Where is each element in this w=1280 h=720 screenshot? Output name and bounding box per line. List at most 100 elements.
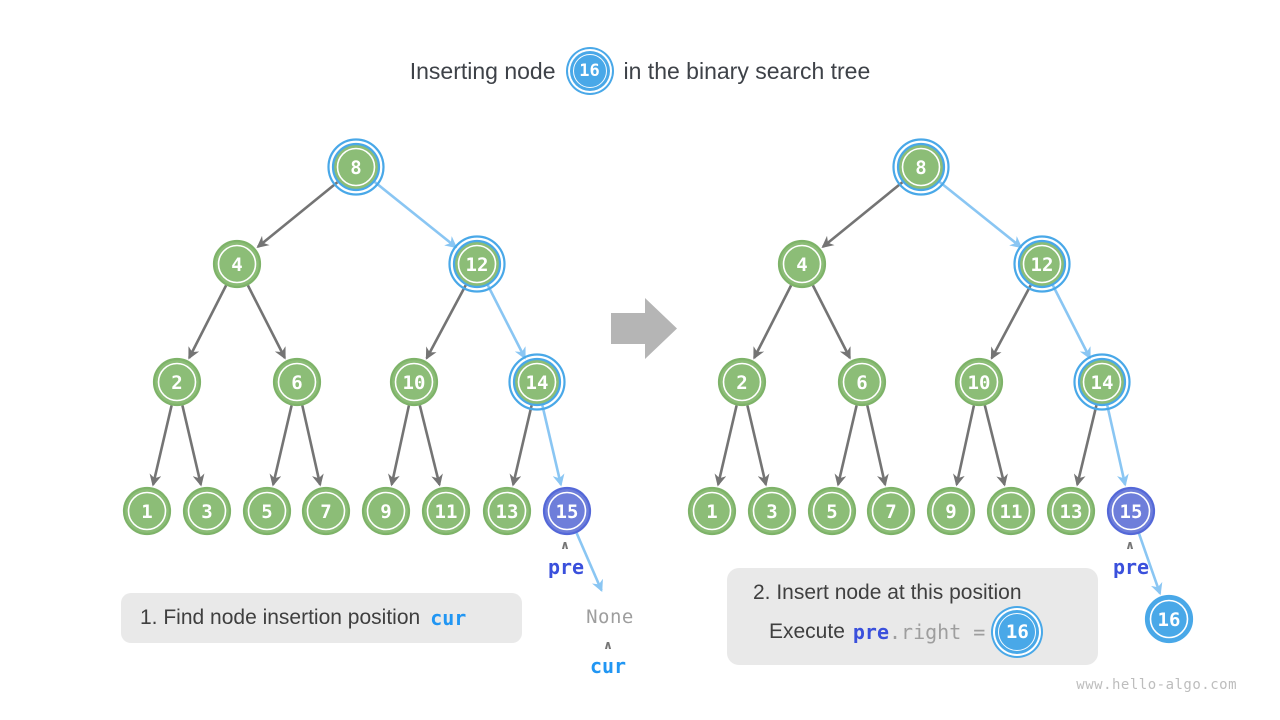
step2-execute-text: Execute <box>769 620 845 643</box>
step1-caption: 1. Find node insertion position cur <box>121 593 522 643</box>
node-circle <box>389 357 439 407</box>
tree-node-3: 3 <box>747 486 797 536</box>
node-circle <box>986 486 1036 536</box>
edge-2-3 <box>181 405 205 487</box>
node-value: 15 <box>1120 501 1143 523</box>
node-inner-ring <box>277 362 317 402</box>
edge-12-14-highlighted <box>486 284 526 360</box>
edge-4-2 <box>188 284 228 360</box>
node-value: 13 <box>1060 501 1083 523</box>
node-value: 7 <box>885 501 896 523</box>
edge-8-12-highlighted <box>938 180 1023 249</box>
transition-arrow-icon <box>611 298 677 359</box>
node-inner-ring <box>247 491 287 531</box>
node-inner-ring <box>692 491 732 531</box>
step2-node-badge-value: 16 <box>1005 621 1029 643</box>
tree-node-8: 8 <box>327 138 385 196</box>
node-circle <box>122 486 172 536</box>
tree-node-2: 2 <box>152 357 202 407</box>
tree-node-6: 6 <box>837 357 887 407</box>
edge-6-5 <box>269 405 293 487</box>
tree-node-13: 13 <box>1046 486 1096 536</box>
tree-node-4: 4 <box>777 239 827 289</box>
node-inner-ring <box>901 147 941 187</box>
node-circle <box>747 486 797 536</box>
edge-12-10 <box>990 284 1032 360</box>
node-inner-ring <box>842 362 882 402</box>
node-circle <box>482 486 532 536</box>
node-value: 12 <box>1031 254 1054 276</box>
edge-2-1 <box>149 405 173 487</box>
tree-node-11: 11 <box>421 486 471 536</box>
node-value: 14 <box>526 372 549 394</box>
node-circle <box>837 357 887 407</box>
node-value: 3 <box>201 501 212 523</box>
node-circle <box>926 486 976 536</box>
edge-6-7 <box>866 405 889 487</box>
edge-10-9 <box>388 405 411 487</box>
edge-4-6 <box>246 284 286 360</box>
tree-node-15: 15 <box>542 486 592 536</box>
step2-pre-code: pre <box>852 620 890 644</box>
edge-12-10 <box>425 284 467 360</box>
highlight-ring <box>1073 353 1131 411</box>
node-value: 1 <box>141 501 152 523</box>
tree-node-8: 8 <box>892 138 950 196</box>
node-circle <box>687 486 737 536</box>
node-inner-ring <box>487 491 527 531</box>
edge-14-15-highlighted <box>1106 405 1129 487</box>
node-circle <box>212 239 262 289</box>
step2-node-badge: 16 <box>995 610 1040 654</box>
node-inner-ring <box>782 244 822 284</box>
node-circle <box>1077 357 1127 407</box>
node-value: 10 <box>968 372 991 394</box>
tree-node-7: 7 <box>866 486 916 536</box>
node-value: 1 <box>706 501 717 523</box>
node-circle <box>1017 239 1067 289</box>
edge-6-7 <box>301 405 324 487</box>
node-circle <box>331 142 381 192</box>
node-circle <box>542 486 592 536</box>
step1-text: 1. Find node insertion position <box>140 606 421 629</box>
tree-node-14: 14 <box>508 353 566 411</box>
node-value: 3 <box>766 501 777 523</box>
edge-10-9 <box>953 405 976 487</box>
step2-caption: 2. Insert node at this position Execute … <box>727 568 1098 665</box>
node-value: 8 <box>350 157 361 179</box>
node-inner-ring <box>366 491 406 531</box>
node-value: 11 <box>1000 501 1023 523</box>
edge-14-13 <box>1073 404 1098 487</box>
tree-node-12: 12 <box>448 235 506 293</box>
node-circle <box>1046 486 1096 536</box>
node-value: 12 <box>466 254 489 276</box>
node-value: 8 <box>915 157 926 179</box>
highlight-ring <box>508 353 566 411</box>
node-inner-ring <box>426 491 466 531</box>
node-inner-ring <box>157 362 197 402</box>
node-inner-ring <box>752 491 792 531</box>
node-value: 2 <box>171 372 182 394</box>
node-inner-ring <box>1111 491 1151 531</box>
node-inner-ring <box>127 491 167 531</box>
node-inner-ring <box>457 244 497 284</box>
node-circle <box>954 357 1004 407</box>
node-value: 6 <box>856 372 867 394</box>
tree-node-9: 9 <box>926 486 976 536</box>
tree-node-16: 16 <box>1144 594 1194 644</box>
tree-node-5: 5 <box>807 486 857 536</box>
tree-node-6: 6 <box>272 357 322 407</box>
node-inner-ring <box>1022 244 1062 284</box>
tree-node-14: 14 <box>1073 353 1131 411</box>
tree-node-1: 1 <box>122 486 172 536</box>
step1-cur-code: cur <box>430 606 467 630</box>
node-value: 9 <box>380 501 391 523</box>
node-inner-ring <box>1051 491 1091 531</box>
edge-4-6 <box>811 284 851 360</box>
node-inner-ring <box>217 244 257 284</box>
edge-14-15-highlighted <box>541 405 565 487</box>
node-value: 2 <box>736 372 747 394</box>
tree-node-9: 9 <box>361 486 411 536</box>
node-circle <box>421 486 471 536</box>
